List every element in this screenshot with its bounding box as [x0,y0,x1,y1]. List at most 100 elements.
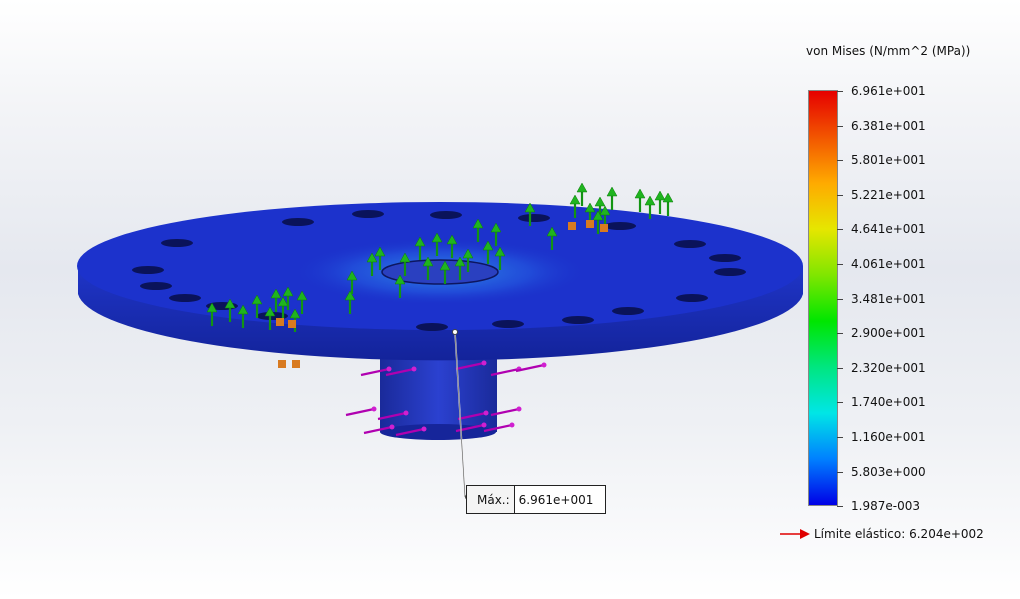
load-arrow [346,270,358,294]
fixture-arrow [385,366,417,377]
load-arrow [270,288,282,312]
load-arrow [439,260,451,284]
legend-tick-label: 1.160e+001 [851,430,926,444]
legend-tick-label: 5.803e+000 [851,464,926,479]
fixture-arrow [490,406,522,417]
load-arrow [462,248,474,272]
legend-tick-label: 6.961e+001 [851,84,926,98]
load-arrow [592,210,604,234]
bolt-hole [161,239,193,247]
fixture-arrow [483,422,515,433]
support-marker [586,220,594,228]
legend-tick-mark [837,367,843,369]
legend-tick-mark [837,194,843,196]
legend-tick-mark [837,298,843,300]
probe-point [452,329,458,335]
fixture-arrow [515,362,547,373]
legend-tick-label: 3.481e+001 [851,291,926,306]
load-arrow [282,286,294,310]
legend-title: von Mises (N/mm^2 (MPa)) [806,44,971,58]
load-arrow [472,218,484,242]
load-arrow [576,182,588,206]
load-arrow [414,236,426,260]
load-arrow [644,195,656,219]
legend-tick-label: 2.320e+001 [851,360,926,375]
bolt-hole [430,211,462,219]
max-label: Máx.: [467,486,515,513]
fixture-arrow [345,406,377,417]
bolt-hole [518,214,550,222]
load-arrow [446,234,458,258]
legend-tick-label: 5.221e+001 [851,187,926,202]
legend-tick-mark [837,437,843,438]
load-arrow [524,202,536,226]
fixture-arrow [377,410,409,421]
legend-tick-mark [837,125,843,127]
support-marker [568,222,576,230]
legend-tick-label: 4.061e+001 [851,257,926,271]
legend-tick-mark [837,402,843,404]
bolt-hole [604,222,636,230]
load-arrow [422,256,434,280]
bolt-hole [169,294,201,302]
load-arrow [654,190,666,214]
legend-tick-mark [837,160,843,162]
load-arrow [634,188,646,212]
bolt-hole [714,268,746,276]
load-arrow [296,290,308,314]
fixture-arrow [363,424,395,435]
support-marker [600,224,608,232]
bolt-hole [132,266,164,274]
bolt-hole [282,218,314,226]
bolt-hole [562,316,594,324]
legend-tick-mark [837,229,843,231]
load-arrow [277,296,289,320]
legend-tick-label: 1.740e+001 [851,395,926,410]
bolt-hole [676,294,708,302]
load-arrow [482,240,494,264]
yield-strength-indicator: Límite elástico: 6.204e+002 [780,527,984,541]
load-arrow [662,192,674,216]
support-marker [288,320,296,328]
max-probe-label[interactable]: Máx.: 6.961e+001 [466,485,606,514]
legend-tick-mark [837,264,843,265]
legend-tick-mark [837,333,843,335]
load-arrow [374,246,386,270]
load-arrow [606,186,618,210]
support-marker [278,360,286,368]
load-arrow [494,246,506,270]
support-marker [292,360,300,368]
load-arrow [251,294,263,318]
load-arrow [431,232,443,256]
yield-label: Límite elástico: 6.204e+002 [814,527,984,541]
load-arrow [237,304,249,328]
legend-tick-label: 1.987e-003 [851,499,920,514]
load-arrow [394,274,406,298]
bolt-hole [416,323,448,331]
load-arrow [454,256,466,280]
fixture-arrow [360,366,392,377]
legend-colorbar [808,90,838,506]
bolt-hole [709,254,741,262]
legend-tick-label: 6.381e+001 [851,118,926,133]
support-marker [276,318,284,326]
load-arrow [399,252,411,276]
bolt-hole [352,210,384,218]
bolt-hole [492,320,524,328]
yield-arrow-icon [780,529,810,539]
load-arrow [344,290,356,314]
load-arrow [569,194,581,218]
legend-tick-mark [837,471,843,473]
load-arrow [490,222,502,246]
legend-tick-label: 2.900e+001 [851,326,926,341]
bolt-hole [612,307,644,315]
legend-tick-mark [837,91,843,92]
legend-tick-label: 5.801e+001 [851,153,926,168]
bolt-hole [674,240,706,248]
load-arrow [224,298,236,322]
load-arrow [546,226,558,250]
max-value: 6.961e+001 [518,492,594,507]
fixture-arrow [457,410,489,421]
